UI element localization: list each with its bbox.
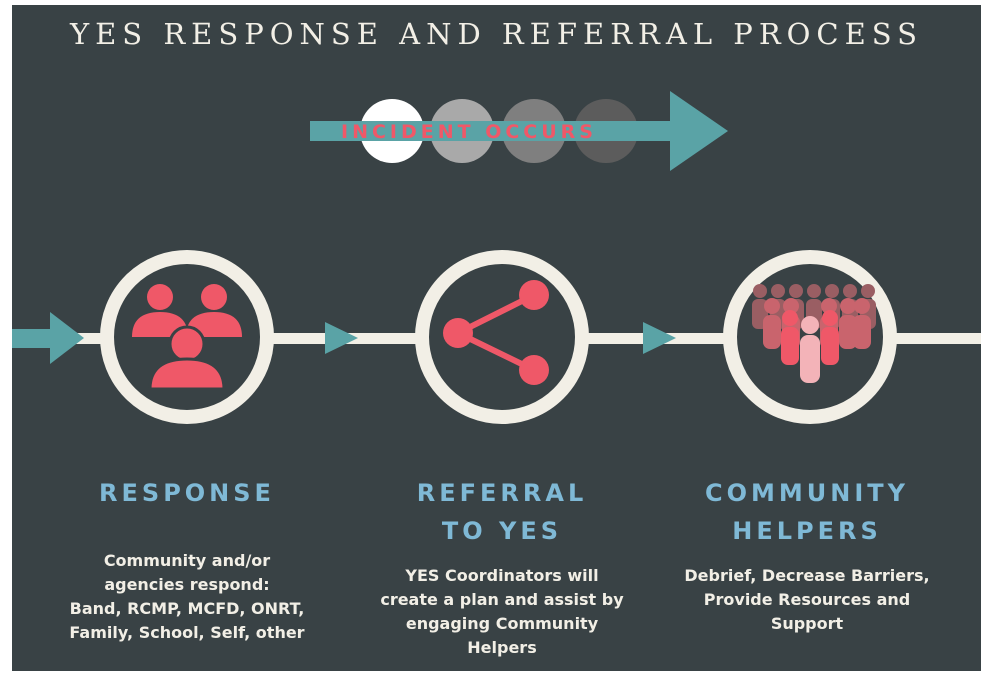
stage-title-referral: REFERRAL TO YES <box>416 479 588 545</box>
stage-desc-community: Debrief, Decrease Barriers, Provide Reso… <box>684 566 930 633</box>
stage-title-response: RESPONSE <box>99 479 275 507</box>
incident-label: INCIDENT OCCURS <box>341 121 597 143</box>
incident-arrow-shaft <box>310 121 686 141</box>
stage-title-community: COMMUNITY HELPERS <box>704 479 910 545</box>
timeline-entry-arrow-shaft <box>12 329 58 348</box>
timeline-arrow-1 <box>325 322 358 354</box>
share-icon <box>443 280 549 385</box>
timeline-entry-arrow-head <box>50 312 84 364</box>
process-diagram: INCIDENT OCCURS <box>12 91 981 424</box>
people-group-icon <box>132 284 242 391</box>
infographic-canvas: YES RESPONSE AND REFERRAL PROCESS INCIDE… <box>12 5 981 671</box>
stage-desc-referral: YES Coordinators will create a plan and … <box>380 566 624 657</box>
incident-arrow-head <box>670 91 728 171</box>
incident-arrow: INCIDENT OCCURS <box>310 91 728 171</box>
page-title: YES RESPONSE AND REFERRAL PROCESS <box>69 17 924 51</box>
stage-desc-response: Community and/or agencies respond: Band,… <box>69 551 305 642</box>
crowd-icon <box>752 284 876 383</box>
timeline-arrow-2 <box>643 322 676 354</box>
